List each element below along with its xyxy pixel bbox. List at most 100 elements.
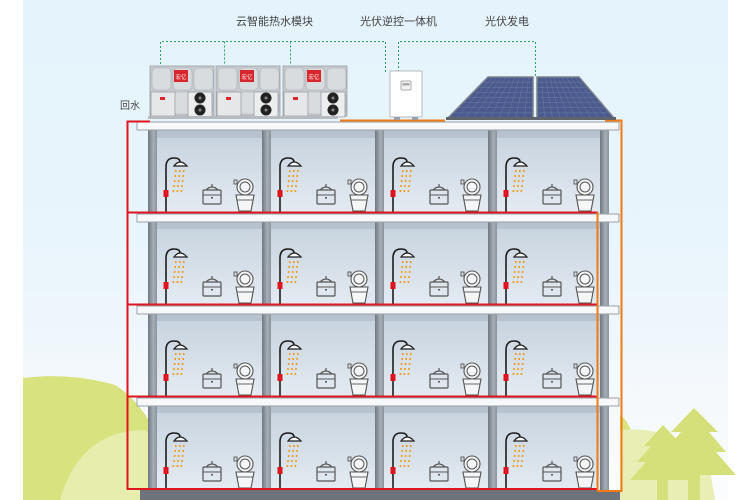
valve xyxy=(503,190,509,197)
floor-slab xyxy=(136,121,620,131)
room xyxy=(503,432,595,489)
valve xyxy=(503,374,509,381)
toilet-icon xyxy=(573,362,595,396)
inverter-cabinet xyxy=(389,70,423,118)
washbasin-icon xyxy=(429,276,449,297)
shower-icon xyxy=(277,157,303,212)
brand-logo xyxy=(307,70,321,82)
control-unit xyxy=(150,91,176,117)
valve xyxy=(163,282,169,289)
washbasin-icon xyxy=(542,276,562,297)
brand-logo xyxy=(240,70,254,82)
washbasin-icon xyxy=(316,461,336,482)
return-pipe-outer-riser xyxy=(597,119,623,492)
room xyxy=(390,432,482,489)
building-base xyxy=(140,490,620,500)
building xyxy=(136,121,620,500)
fixtures xyxy=(163,157,595,489)
brand-text: 宏亿 xyxy=(241,73,253,81)
toilet-icon xyxy=(233,178,255,212)
control-unit xyxy=(283,91,309,117)
toilet-icon xyxy=(233,362,255,396)
valve xyxy=(277,190,283,197)
heat-water-module: 宏亿 xyxy=(215,65,281,118)
valve xyxy=(163,374,169,381)
washbasin-icon xyxy=(542,184,562,205)
toilet-icon xyxy=(460,178,482,212)
shower-icon xyxy=(503,248,529,304)
control-logo xyxy=(160,97,165,100)
valve xyxy=(503,467,509,474)
washbasin-icon xyxy=(316,368,336,389)
tree-icon xyxy=(654,408,736,500)
control-logo xyxy=(293,97,298,100)
tank-panel xyxy=(217,67,238,91)
toilet-icon xyxy=(460,362,482,396)
room xyxy=(163,432,255,489)
shower-icon xyxy=(503,340,529,396)
floor-slab xyxy=(136,305,620,315)
brand-text: 宏亿 xyxy=(308,73,320,81)
hot-water-pipe-left-riser xyxy=(126,120,150,490)
washbasin-icon xyxy=(429,368,449,389)
tank-panel xyxy=(284,67,305,91)
pv-inverter xyxy=(389,70,423,120)
solar-panel-left xyxy=(446,76,534,119)
shower-icon xyxy=(277,432,303,489)
toilet-icon xyxy=(573,270,595,304)
toilet-icon xyxy=(347,270,369,304)
valve xyxy=(163,190,169,197)
return-water-label: 回水 xyxy=(120,101,140,112)
brand-logo xyxy=(174,70,188,82)
valve xyxy=(277,467,283,474)
tank-panel xyxy=(326,67,347,91)
toilet-icon xyxy=(347,178,369,212)
shower-icon xyxy=(163,340,189,396)
washbasin-icon xyxy=(542,368,562,389)
control-logo xyxy=(226,97,231,100)
room xyxy=(277,340,369,396)
room xyxy=(390,340,482,396)
module-base xyxy=(148,116,338,119)
floor-slab xyxy=(136,213,620,223)
room xyxy=(503,340,595,396)
valve xyxy=(390,190,396,197)
valve xyxy=(277,374,283,381)
room xyxy=(277,248,369,304)
shower-icon xyxy=(390,432,416,489)
toilet-icon xyxy=(233,270,255,304)
signal-line-pv xyxy=(398,41,536,77)
pipes xyxy=(126,119,623,492)
room xyxy=(277,157,369,212)
room xyxy=(163,157,255,212)
washbasin-icon xyxy=(316,276,336,297)
shower-icon xyxy=(277,340,303,396)
washbasin-icon xyxy=(542,461,562,482)
room xyxy=(390,157,482,212)
room xyxy=(503,157,595,212)
pv-label: 光伏发电 xyxy=(485,15,529,28)
floor-slab xyxy=(136,397,620,407)
shower-icon xyxy=(390,248,416,304)
washbasin-icon xyxy=(429,184,449,205)
washbasin-icon xyxy=(316,184,336,205)
washbasin-icon xyxy=(202,461,222,482)
heat-module-label: 云智能热水模块 xyxy=(236,15,313,28)
control-unit xyxy=(216,91,242,117)
washbasin-icon xyxy=(202,368,222,389)
shower-icon xyxy=(163,157,189,212)
shower-icon xyxy=(390,340,416,396)
landscape xyxy=(23,376,736,500)
shower-icon xyxy=(163,248,189,304)
room xyxy=(390,248,482,304)
inverter-label: 光伏逆控一体机 xyxy=(360,15,437,28)
solar-panel-right xyxy=(536,76,616,119)
shower-icon xyxy=(390,157,416,212)
valve xyxy=(277,282,283,289)
tank-panel xyxy=(193,67,214,91)
roof-equipment: 宏亿宏亿宏亿 xyxy=(148,41,616,120)
hill-left-light xyxy=(60,430,160,500)
room xyxy=(503,248,595,304)
